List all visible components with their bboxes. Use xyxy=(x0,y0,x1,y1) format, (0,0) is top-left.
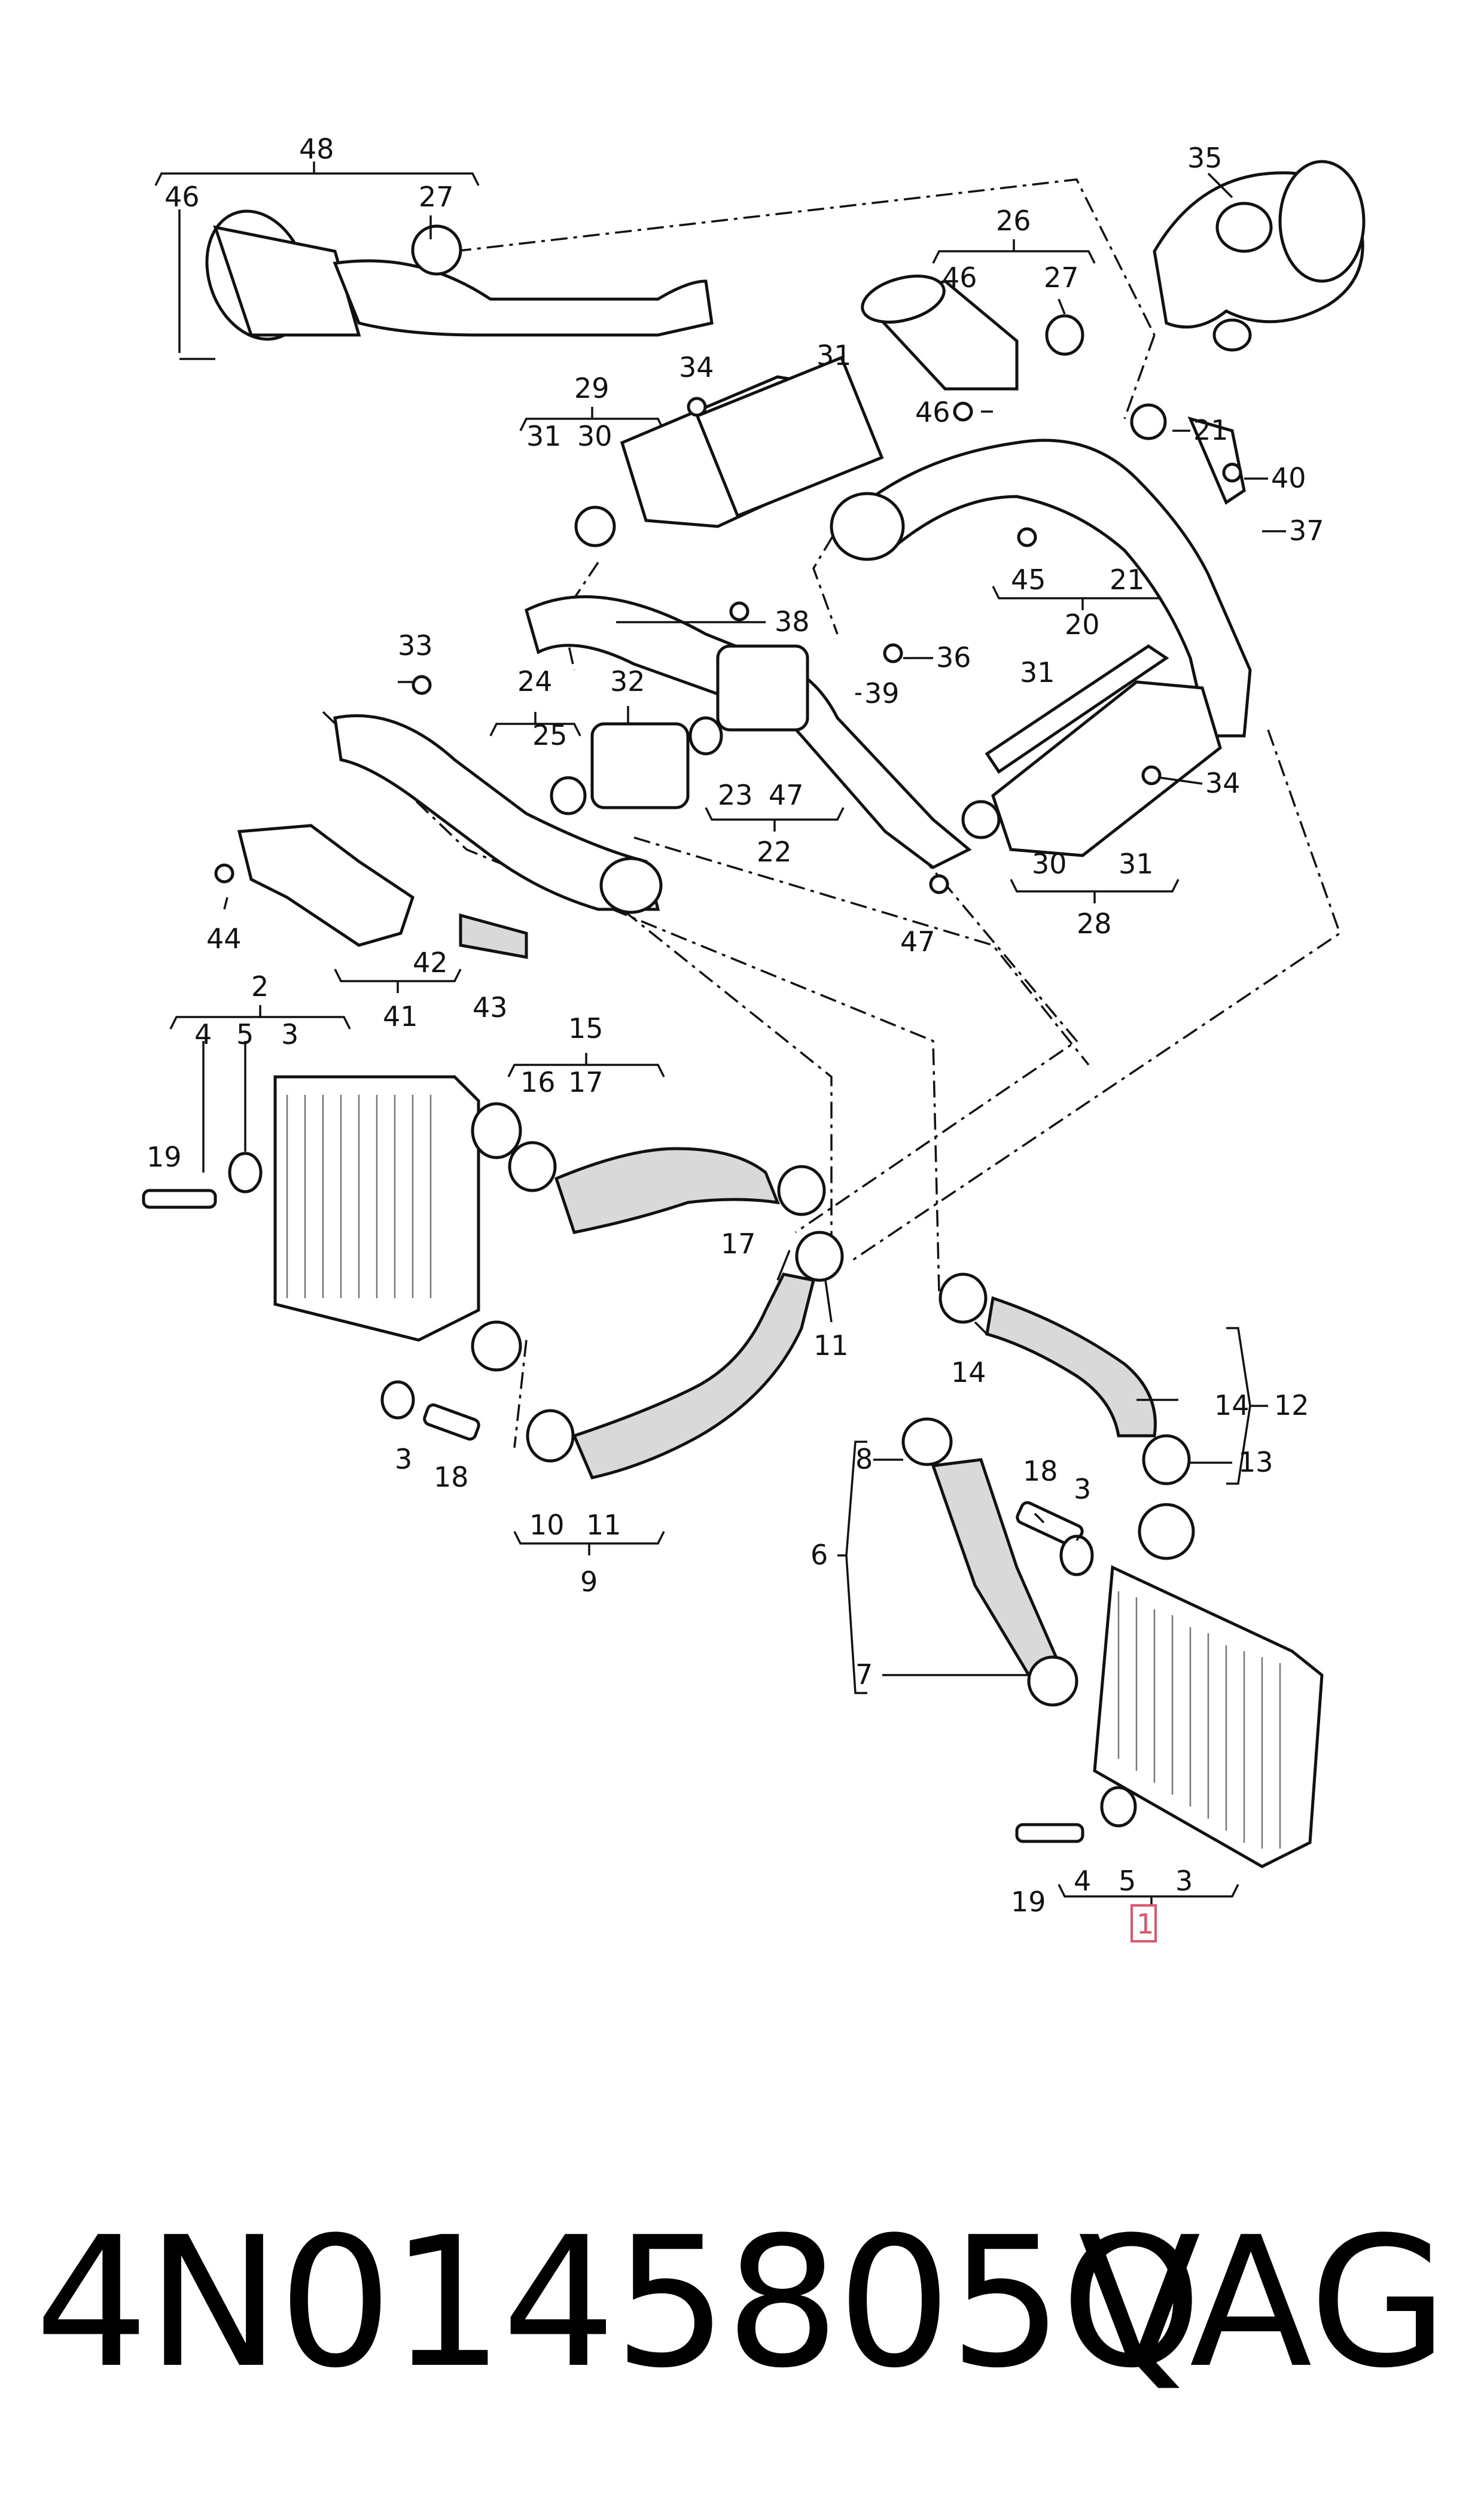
callout-31: 31 xyxy=(1020,656,1055,689)
callout-23: 23 xyxy=(718,779,753,811)
callout-44: 44 xyxy=(206,922,242,955)
callout-24: 24 xyxy=(517,665,553,698)
left-intercooler-fins xyxy=(286,1095,432,1298)
callout-47: 47 xyxy=(769,779,804,811)
callout-39: 39 xyxy=(864,677,900,710)
callout-41: 41 xyxy=(383,1000,418,1033)
callout-15: 15 xyxy=(568,1012,604,1045)
callout-45: 45 xyxy=(1011,564,1046,596)
callout-36: 36 xyxy=(936,641,971,674)
callout-31: 31 xyxy=(1119,848,1154,880)
callout-33: 33 xyxy=(398,629,433,662)
callout-10: 10 xyxy=(529,1509,565,1541)
brand-name: VAG xyxy=(1078,2199,1448,2407)
callout-12: 12 xyxy=(1274,1389,1309,1421)
callout-38: 38 xyxy=(775,605,810,638)
callout-3: 3 xyxy=(1175,1865,1193,1897)
highlight-box xyxy=(1130,1904,1157,1942)
right-intercooler-fins xyxy=(1117,1591,1281,1849)
callout-43: 43 xyxy=(473,991,508,1024)
part-number: 4N0145805Q xyxy=(35,2199,1202,2407)
callout-48: 48 xyxy=(299,133,334,165)
callout-5: 5 xyxy=(236,1018,254,1051)
callout-8: 8 xyxy=(855,1443,873,1475)
callout-20: 20 xyxy=(1065,608,1100,641)
callout-47: 47 xyxy=(900,925,936,958)
callout-3: 3 xyxy=(281,1018,298,1051)
callout-18: 18 xyxy=(1023,1455,1058,1487)
callout-labels: 48 46 27 35 26 46 27 34 31 29 31 30 46 2… xyxy=(147,133,1324,1942)
caption: 4N0145805Q VAG xyxy=(0,2178,1484,2429)
callout-42: 42 xyxy=(413,946,448,979)
callout-17: 17 xyxy=(568,1066,604,1098)
callout-14: 14 xyxy=(951,1356,986,1389)
callout-25: 25 xyxy=(532,719,568,751)
callout-30: 30 xyxy=(577,420,613,452)
callout-13: 13 xyxy=(1238,1446,1273,1478)
callout-34: 34 xyxy=(1205,767,1241,799)
callout-46: 46 xyxy=(942,261,977,294)
callout-29: 29 xyxy=(574,372,610,404)
parts-diagram: 48 46 27 35 26 46 27 34 31 29 31 30 46 2… xyxy=(142,133,1366,1942)
callout-31: 31 xyxy=(526,420,562,452)
callout-3: 3 xyxy=(395,1443,412,1475)
callout-18: 18 xyxy=(434,1461,469,1493)
callout-14: 14 xyxy=(1214,1389,1250,1421)
callout-26: 26 xyxy=(996,205,1031,237)
callout-9: 9 xyxy=(580,1566,598,1598)
callout-19: 19 xyxy=(147,1141,182,1173)
callout-7: 7 xyxy=(855,1658,873,1691)
callout-11: 11 xyxy=(586,1509,621,1541)
callout-32: 32 xyxy=(610,665,645,698)
callout-40: 40 xyxy=(1271,462,1306,494)
callout-28: 28 xyxy=(1077,908,1112,940)
callout-11: 11 xyxy=(813,1329,849,1362)
callout-37: 37 xyxy=(1289,514,1324,547)
callout-34: 34 xyxy=(679,351,714,383)
callout-6: 6 xyxy=(810,1539,828,1571)
parts-artwork xyxy=(142,160,1366,1868)
callout-17: 17 xyxy=(721,1228,756,1260)
callout-30: 30 xyxy=(1032,848,1067,880)
callout-27: 27 xyxy=(1044,261,1079,294)
callout-3: 3 xyxy=(1074,1473,1091,1505)
callout-21: 21 xyxy=(1193,414,1229,446)
leader-lines xyxy=(178,172,1286,1676)
callout-46: 46 xyxy=(164,181,200,213)
callout-16: 16 xyxy=(520,1066,556,1098)
callout-35: 35 xyxy=(1187,142,1223,174)
callout-31: 31 xyxy=(816,339,852,372)
callout-2: 2 xyxy=(251,970,269,1003)
callout-21: 21 xyxy=(1110,564,1145,596)
callout-22: 22 xyxy=(757,836,792,868)
callout-5: 5 xyxy=(1119,1865,1136,1897)
callout-4: 4 xyxy=(1074,1865,1091,1897)
callout-27: 27 xyxy=(419,181,454,213)
callout-4: 4 xyxy=(194,1018,212,1051)
callout-46: 46 xyxy=(915,396,950,428)
callout-1-highlighted: 1 xyxy=(1136,1908,1154,1940)
callout-19: 19 xyxy=(1011,1886,1046,1918)
